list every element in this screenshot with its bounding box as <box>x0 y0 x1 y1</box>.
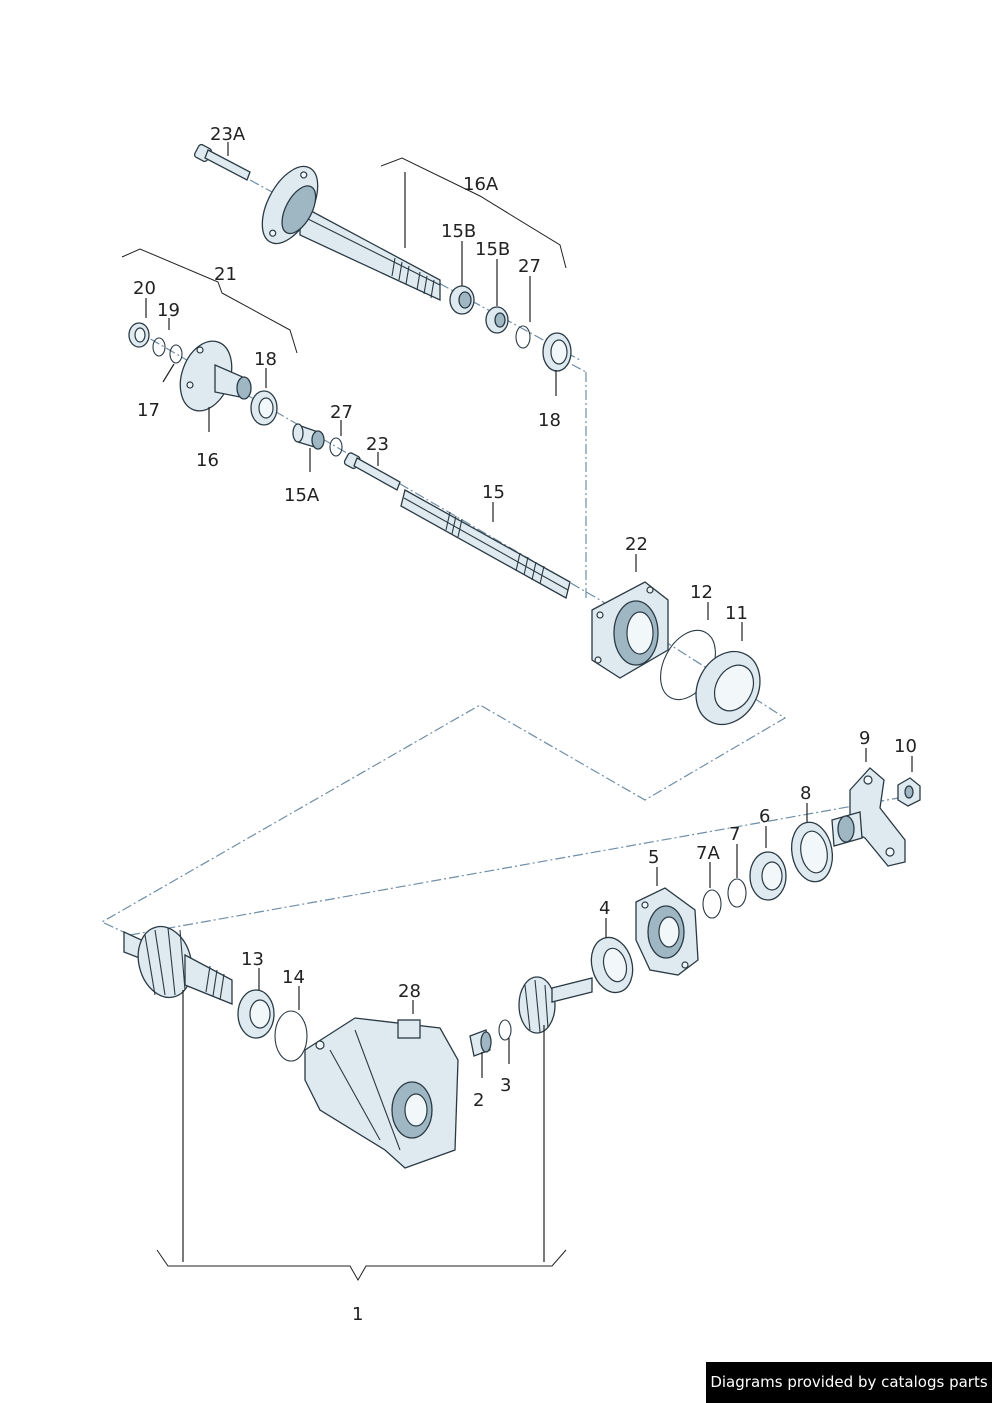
needle-bearing-15b-a <box>449 285 475 315</box>
circlip-7 <box>727 878 747 908</box>
label-19: 19 <box>157 300 180 321</box>
label-16: 16 <box>196 450 219 471</box>
bearing-6 <box>749 851 787 901</box>
needle-bearing-2 <box>469 1029 492 1057</box>
circlip-7a <box>702 889 722 919</box>
flange-16 <box>179 340 252 412</box>
bearing-13 <box>237 989 275 1039</box>
label-10: 10 <box>894 736 917 757</box>
label-17: 17 <box>137 400 160 421</box>
credit-banner: Diagrams provided by catalogs parts <box>706 1362 992 1403</box>
bearing-cover-5 <box>635 887 699 976</box>
transfer-case-housing-28 <box>304 1017 459 1169</box>
label-1: 1 <box>352 1304 363 1325</box>
bolt-23 <box>343 452 401 491</box>
label-23: 23 <box>366 434 389 455</box>
label-18-right: 18 <box>538 410 561 431</box>
label-15b-1: 15B <box>441 221 476 242</box>
label-9: 9 <box>859 728 870 749</box>
needle-bearing-15b-b <box>485 306 509 334</box>
label-7: 7 <box>729 824 740 845</box>
ring-gear <box>518 976 593 1034</box>
label-5: 5 <box>648 847 659 868</box>
label-27-top: 27 <box>518 256 541 277</box>
label-15a: 15A <box>284 485 320 506</box>
needle-bearing-15a <box>292 423 325 450</box>
label-6: 6 <box>759 806 770 827</box>
label-15b-2: 15B <box>475 239 510 260</box>
bolt-23a <box>193 143 251 181</box>
circlip-27-top <box>515 325 531 349</box>
flanged-output-shaft <box>261 165 441 302</box>
ball-bearing-11 <box>695 650 761 726</box>
label-3: 3 <box>500 1075 511 1096</box>
label-21: 21 <box>214 264 237 285</box>
part-number-labels: 23A 16A 15B 15B 27 21 20 19 18 17 16 27 … <box>133 124 917 1325</box>
bearing-4 <box>590 936 634 994</box>
label-18-left: 18 <box>254 349 277 370</box>
circlip-3 <box>498 1019 512 1041</box>
circlip-19 <box>152 337 166 357</box>
shaft-15-splines <box>445 511 545 585</box>
label-28: 28 <box>398 981 421 1002</box>
seal-8 <box>790 821 834 883</box>
washer-20 <box>128 322 150 348</box>
shaft-spline <box>391 257 435 299</box>
label-23a: 23A <box>210 124 246 145</box>
nut-10 <box>897 777 921 807</box>
label-4: 4 <box>599 898 610 919</box>
label-15: 15 <box>482 482 505 503</box>
group-brackets <box>121 157 567 1282</box>
label-12: 12 <box>690 582 713 603</box>
bearing-housing-22 <box>591 581 669 679</box>
label-8: 8 <box>800 783 811 804</box>
label-2: 2 <box>473 1090 484 1111</box>
drive-shaft-15 <box>400 489 571 599</box>
circlip-27-mid <box>329 437 343 457</box>
label-27-mid: 27 <box>330 402 353 423</box>
label-11: 11 <box>725 603 748 624</box>
output-flange-9 <box>831 767 906 867</box>
label-14: 14 <box>282 967 305 988</box>
pinion-teeth <box>144 927 186 996</box>
seal-ring-18-left <box>250 390 278 426</box>
bevel-pinion-shaft <box>123 925 233 1005</box>
label-22: 22 <box>625 534 648 555</box>
label-7a: 7A <box>696 843 720 864</box>
label-16a: 16A <box>463 174 499 195</box>
o-ring-14 <box>274 1010 308 1062</box>
label-20: 20 <box>133 278 156 299</box>
ring-17 <box>169 344 183 364</box>
leader-lines <box>145 142 913 1262</box>
label-13: 13 <box>241 949 264 970</box>
seal-ring-18-right <box>542 332 572 372</box>
